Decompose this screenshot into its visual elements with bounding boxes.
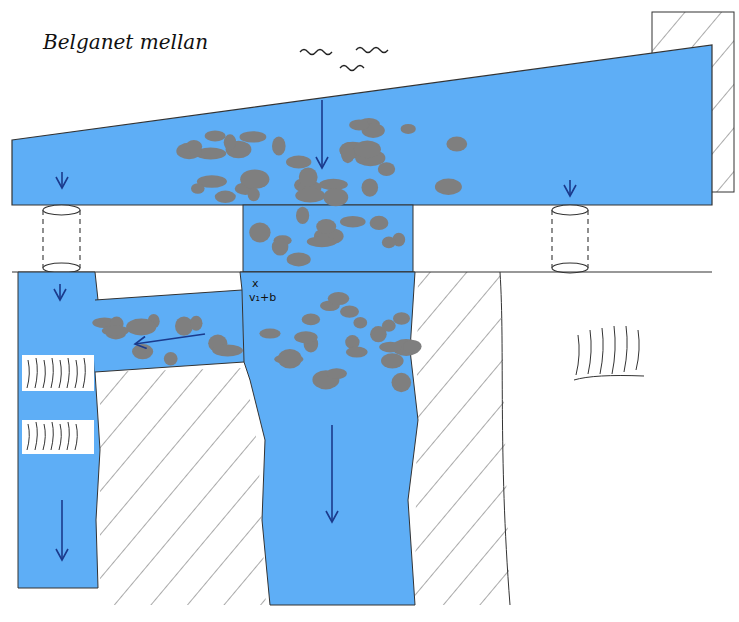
- stone: [190, 316, 203, 331]
- stone: [212, 344, 243, 356]
- stone: [446, 137, 467, 152]
- stone: [340, 305, 359, 317]
- stone: [164, 352, 178, 366]
- stone-group: [92, 118, 467, 392]
- stone: [259, 329, 280, 339]
- stone: [362, 178, 379, 196]
- flow-arrow: [60, 100, 570, 560]
- stone: [340, 216, 366, 228]
- stone: [224, 134, 237, 150]
- stone: [175, 316, 193, 335]
- stone: [353, 317, 367, 328]
- stone: [294, 331, 317, 343]
- stone: [378, 162, 395, 176]
- stone: [401, 124, 416, 134]
- stone: [379, 342, 402, 353]
- wave-symbol: [300, 48, 388, 71]
- stone: [370, 216, 389, 230]
- pillar-symbol: [43, 205, 588, 273]
- stone: [354, 140, 381, 158]
- stone: [286, 156, 311, 169]
- stone: [316, 219, 336, 234]
- stone: [295, 188, 325, 202]
- soil-texture: [574, 326, 644, 380]
- formula-note: v₁+b: [249, 291, 276, 304]
- rock-region: [100, 368, 266, 605]
- stone: [215, 191, 236, 203]
- stone: [296, 207, 309, 224]
- stone: [382, 320, 396, 332]
- vegetation-patch: [22, 355, 94, 454]
- stone: [382, 237, 396, 249]
- formula-note: x: [252, 277, 259, 290]
- stone: [186, 140, 203, 153]
- stone: [435, 179, 462, 195]
- upper-water-layer: [12, 45, 712, 205]
- stone: [381, 353, 404, 368]
- stone: [205, 130, 226, 141]
- stone: [249, 223, 270, 243]
- stone: [323, 188, 348, 206]
- stone: [346, 347, 368, 358]
- left-water-channel: [18, 272, 100, 588]
- heading-note: Belganet mellan: [43, 30, 208, 54]
- stone: [272, 136, 286, 155]
- stone: [393, 312, 410, 324]
- stone: [328, 292, 350, 305]
- stone: [326, 368, 347, 379]
- stone: [191, 183, 205, 194]
- stone: [240, 131, 267, 142]
- side-channel: [95, 290, 244, 372]
- stone: [299, 167, 318, 186]
- stone: [287, 252, 311, 266]
- stone: [349, 119, 369, 130]
- stone: [248, 188, 260, 202]
- stone: [126, 319, 156, 336]
- stone: [341, 143, 355, 163]
- stone: [272, 238, 289, 255]
- stone: [403, 340, 422, 353]
- stone: [307, 236, 337, 247]
- stone: [302, 314, 320, 326]
- stone: [132, 344, 153, 359]
- stone: [392, 373, 412, 392]
- main-water-channel: [240, 272, 418, 605]
- stone: [278, 349, 302, 369]
- stone: [240, 170, 269, 190]
- stone: [102, 326, 129, 337]
- rock-region: [415, 272, 510, 605]
- rock-boundary: [500, 272, 510, 605]
- connecting-channel: [243, 205, 413, 272]
